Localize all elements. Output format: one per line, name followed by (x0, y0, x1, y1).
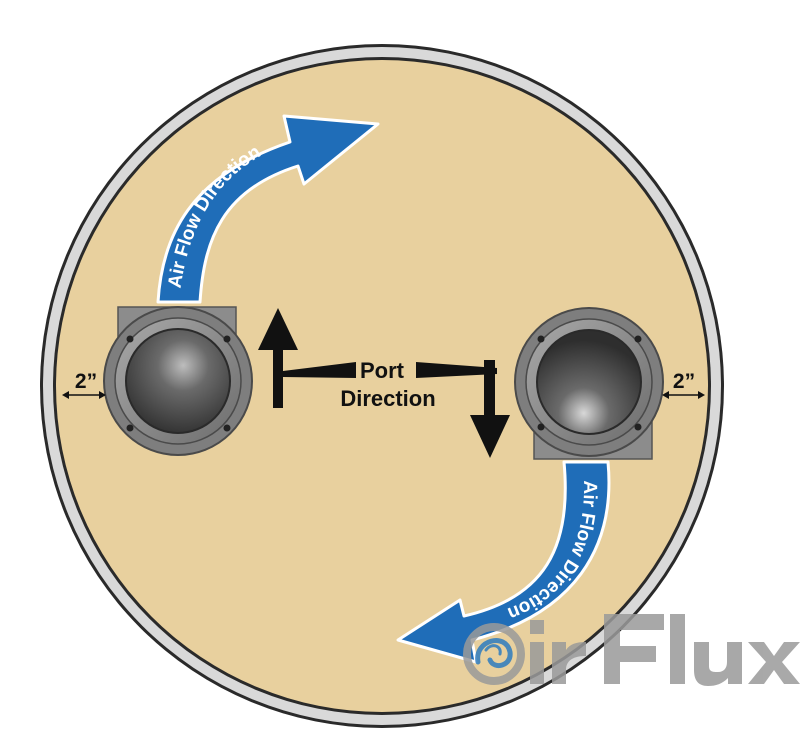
clearance-right-label: 2” (673, 370, 695, 393)
port-arrow-up-head (258, 308, 298, 350)
right-fan-bolt (537, 423, 545, 431)
left-fan-bolt (126, 335, 134, 343)
air-flow-arrow-top-shape (156, 114, 380, 304)
fan-icon (536, 329, 642, 435)
port-arrow-up-shaft (273, 347, 283, 408)
clearance-left-arrowhead (62, 391, 69, 399)
clearance-right-arrowhead (662, 391, 669, 399)
port-connector-right (416, 362, 497, 378)
clearance-right: 2” (662, 370, 705, 399)
clearance-left: 2” (62, 370, 106, 399)
port-direction-indicator: Port Direction (258, 308, 510, 458)
port-arrow-down-head (470, 415, 510, 458)
port-label-line1: Port (360, 358, 405, 383)
port-connector-left (283, 362, 356, 378)
left-fan (103, 306, 253, 456)
clearance-right-arrowhead (698, 391, 705, 399)
fan-icon (125, 328, 231, 434)
right-fan-bolt (537, 335, 545, 343)
right-fan-bolt (634, 423, 642, 431)
port-arrow-down-shaft (484, 360, 495, 420)
left-fan-bolt (223, 424, 231, 432)
right-fan (514, 307, 664, 460)
air-flux-logo (463, 614, 800, 686)
clearance-left-label: 2” (75, 370, 97, 393)
left-fan-bolt (126, 424, 134, 432)
clearance-left-arrowhead (99, 391, 106, 399)
swirl-icon (463, 623, 525, 685)
port-label-line2: Direction (340, 386, 435, 411)
left-fan-bolt (223, 335, 231, 343)
right-fan-bolt (634, 335, 642, 343)
